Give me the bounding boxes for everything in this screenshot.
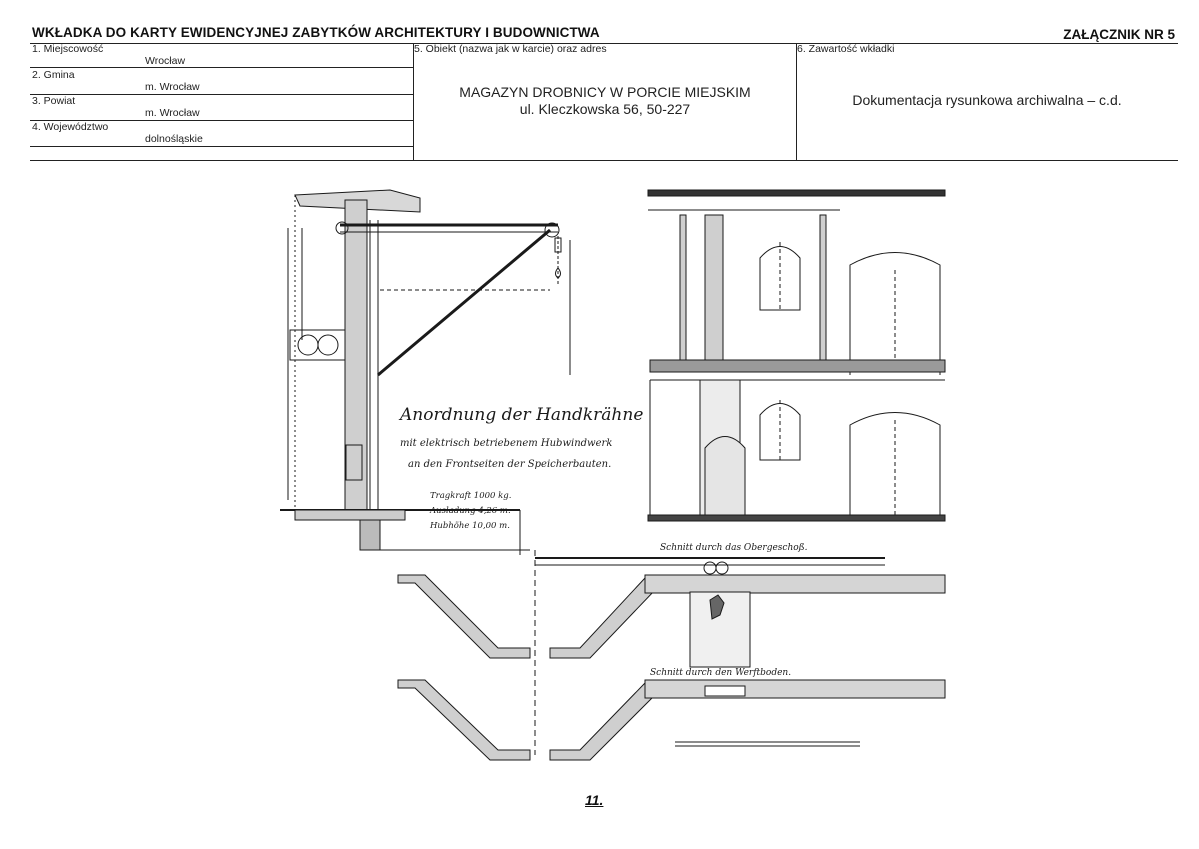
crane-side-elevation [280, 189, 571, 555]
object-label: 5. Obiekt (nazwa jak w karcie) oraz adre… [414, 43, 607, 55]
row-rule-4 [30, 146, 413, 147]
section-upper-floor: Schnitt durch das Obergeschoß. [660, 543, 808, 553]
spec-reach: Ausladung 4,26 m. [429, 506, 511, 516]
floor-plan-sections [397, 550, 946, 761]
voivodeship-value: dolnośląskie [145, 133, 203, 145]
locality-value: Wrocław [145, 55, 186, 67]
content-label: 6. Zawartość wkładki [797, 43, 895, 55]
object-address: ul. Kleczkowska 56, 50-227 [519, 101, 691, 117]
front-elevation [647, 189, 946, 522]
form-bottom-rule-left [30, 160, 413, 161]
header-rule [30, 43, 1178, 44]
col-divider-2 [796, 43, 797, 160]
county-label: 3. Powiat [32, 95, 76, 107]
form-bottom-rule [413, 160, 1178, 161]
row-rule-3 [30, 120, 413, 121]
row-rule-1 [30, 67, 413, 68]
crane-technical-drawing: Anordnung der Handkrähne mit elektrisch … [280, 189, 946, 761]
spec-capacity: Tragkraft 1000 kg. [430, 491, 511, 501]
locality-label: 1. Miejscowość [32, 43, 104, 55]
drawing-subtitle-1: mit elektrisch betriebenem Hubwindwerk [400, 438, 612, 449]
section-wharf-floor: Schnitt durch den Werftboden. [650, 668, 791, 678]
commune-label: 2. Gmina [32, 69, 75, 81]
form-title: WKŁADKA DO KARTY EWIDENCYJNEJ ZABYTKÓW A… [32, 25, 600, 40]
object-name: MAGAZYN DROBNICY W PORCIE MIEJSKIM [459, 84, 751, 100]
drawing-subtitle-2: an den Frontseiten der Speicherbauten. [408, 459, 611, 470]
drawing-title: Anordnung der Handkrähne [398, 405, 643, 425]
col-divider-1 [413, 43, 414, 160]
content-value: Dokumentacja rysunkowa archiwalna – c.d. [852, 92, 1122, 108]
page-number: 11. [585, 792, 604, 808]
voivodeship-label: 4. Województwo [32, 121, 109, 133]
spec-lift-height: Hubhöhe 10,00 m. [429, 521, 510, 531]
annex-number: ZAŁĄCZNIK NR 5 [1063, 27, 1175, 42]
row-rule-2 [30, 94, 413, 95]
county-value: m. Wrocław [145, 107, 200, 119]
commune-value: m. Wrocław [145, 81, 200, 93]
